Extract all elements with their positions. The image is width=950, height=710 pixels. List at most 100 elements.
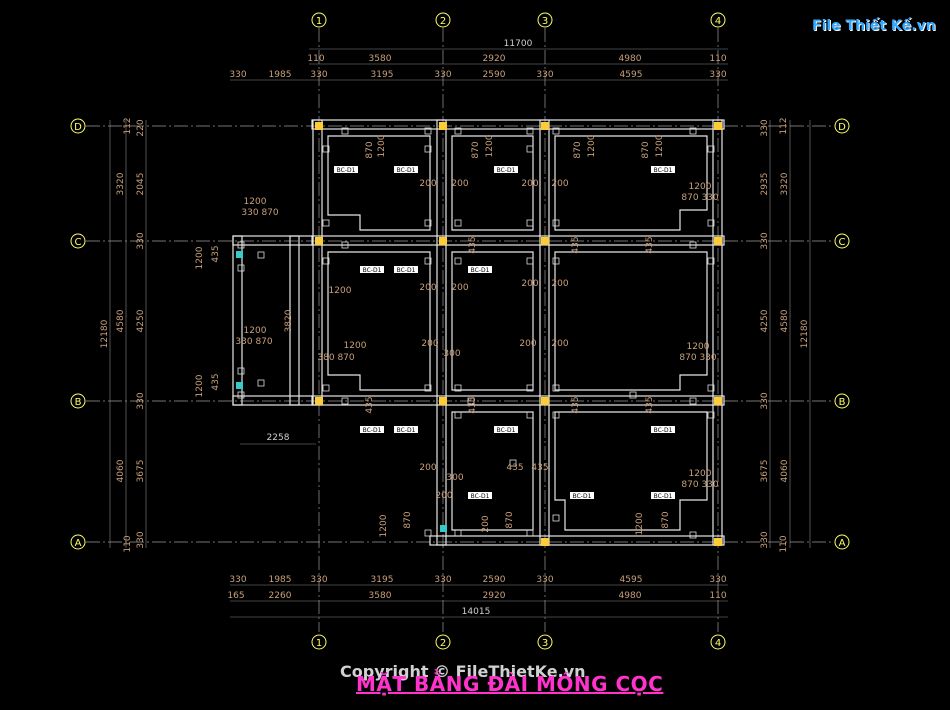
dim-left-mid-0: 3320 (116, 172, 126, 195)
dim-local-1200o: 1200 (655, 134, 665, 157)
dim-local-435g: 435 (645, 236, 655, 253)
svg-text:BC-D1: BC-D1 (654, 493, 673, 500)
grid-label-D-right: D (838, 122, 846, 133)
dim-top-overall: 11700 (504, 39, 533, 49)
svg-text:BC-D1: BC-D1 (497, 167, 516, 174)
dim-right-in-8: 110 (779, 535, 789, 552)
dim-left-in-0: 112 (123, 117, 133, 134)
dim-right-mid-0: 3320 (780, 172, 790, 195)
dim-local-870-330d: 870 330 (679, 353, 717, 363)
dim-local-435a: 435 (531, 463, 548, 473)
dim-local-435c: 435 (211, 245, 221, 262)
dim-right-in-1: 330 (760, 119, 770, 136)
beam-tag: BC-D1 (334, 166, 358, 174)
grid-label-C-right: C (839, 237, 846, 248)
dim-local-870i: 870 (505, 511, 515, 528)
dim-local-1200b: 1200 (244, 326, 267, 336)
left-dimensions: 12180 3320 4580 4060 112 220 2045 330 42… (100, 117, 147, 553)
dim-top-r2-2: 330 (310, 70, 327, 80)
grid-label-4-bottom: 4 (715, 638, 721, 649)
dim-right-mid-1: 4580 (780, 309, 790, 332)
dim-top-r1-3: 4980 (619, 54, 642, 64)
beam-tag: BC-D1 (651, 426, 675, 434)
right-dimensions: 12180 3320 4580 4060 112 330 2935 330 42… (760, 117, 811, 553)
dim-local-200d: 200 (551, 179, 568, 189)
beam-tag: BC-D1 (651, 166, 675, 174)
dim-bot-r1-5: 2590 (483, 575, 506, 585)
dim-left-in-7: 330 (136, 531, 146, 548)
svg-text:BC-D1: BC-D1 (363, 427, 382, 434)
grid-label-4-top: 4 (715, 16, 721, 27)
dim-top-r2-0: 330 (229, 70, 246, 80)
dim-top-r1-2: 2920 (483, 54, 506, 64)
svg-text:BC-D1: BC-D1 (397, 167, 416, 174)
dim-left-mid-1: 4580 (116, 309, 126, 332)
dim-local-200g: 200 (521, 279, 538, 289)
dim-local-330-870b: 330 870 (235, 337, 273, 347)
dim-local-435d: 435 (211, 373, 221, 390)
grid-label-A-left: A (75, 538, 82, 549)
dim-left-in-3: 330 (136, 232, 146, 249)
grid-label-C-left: C (75, 237, 82, 248)
dim-top-r2-5: 2590 (483, 70, 506, 80)
dim-local-200j: 200 (519, 339, 536, 349)
grid-label-D-left: D (74, 122, 82, 133)
dim-bot-r1-1: 1985 (269, 575, 292, 585)
beam-tag: BC-D1 (468, 266, 492, 274)
dim-local-1200j: 1200 (195, 246, 205, 269)
dim-local-435f: 435 (571, 236, 581, 253)
svg-text:BC-D1: BC-D1 (363, 267, 382, 274)
grid-label-A-right: A (839, 538, 846, 549)
dim-local-870l: 870 (471, 141, 481, 158)
dim-local-870-330c: 870 330 (681, 193, 719, 203)
dim-local-435h: 435 (365, 396, 375, 413)
beam-tag: BC-D1 (394, 266, 418, 274)
site-logo: File Thiết Kế.vn (812, 14, 936, 42)
dim-right-in-0: 112 (779, 117, 789, 134)
dim-top-r2-6: 330 (536, 70, 553, 80)
dim-bot-r2-0: 165 (227, 591, 244, 601)
svg-text:BC-D1: BC-D1 (471, 493, 490, 500)
beam-tag: BC-D1 (494, 166, 518, 174)
dim-local-870n: 870 (641, 141, 651, 158)
dim-local-200f: 200 (451, 283, 468, 293)
grid-bubbles-bottom: 1 2 3 4 (311, 634, 726, 650)
dim-bot-r1-6: 330 (536, 575, 553, 585)
dim-right-in-4: 4250 (760, 309, 770, 332)
dim-top-r2-4: 330 (434, 70, 451, 80)
dim-local-380-870: 380 870 (317, 353, 355, 363)
dim-local-1200k: 1200 (195, 374, 205, 397)
dim-right-mid-2: 4060 (780, 459, 790, 482)
dim-local-3820: 3820 (284, 309, 294, 332)
dim-top-r1-0: 110 (307, 54, 324, 64)
grid-label-1-bottom: 1 (316, 638, 322, 649)
dim-local-300a: 300 (443, 349, 460, 359)
grid-label-1-top: 1 (316, 16, 322, 27)
dim-local-1200n: 1200 (587, 134, 597, 157)
dim-bot-r1-7: 4595 (620, 575, 643, 585)
svg-text:BC-D1: BC-D1 (654, 427, 673, 434)
dim-local-1200i: 1200 (635, 512, 645, 535)
logo-text: File Thiết Kế.vn (812, 18, 936, 34)
dim-bot-r1-3: 3195 (371, 575, 394, 585)
dim-local-200n: 200 (481, 515, 491, 532)
dim-bot-r1-2: 330 (310, 575, 327, 585)
dim-bot-r2-5: 110 (709, 591, 726, 601)
dim-local-435j: 435 (571, 396, 581, 413)
dim-left-in-2: 2045 (136, 173, 146, 196)
dim-right-in-3: 330 (760, 232, 770, 249)
grid-bubbles-right: D C B A (834, 118, 850, 550)
dim-local-200c: 200 (521, 179, 538, 189)
dim-local-200i: 200 (421, 339, 438, 349)
pile-caps (236, 122, 722, 546)
dim-local-870h: 870 (403, 511, 413, 528)
dim-top-r2-1: 1985 (269, 70, 292, 80)
dim-top-r1-1: 3580 (369, 54, 392, 64)
dim-left-in-8: 110 (123, 535, 133, 552)
dim-local-200b: 200 (451, 179, 468, 189)
dim-local-330-870: 330 870 (241, 208, 279, 218)
dim-local-1200m: 1200 (485, 134, 495, 157)
dim-right-in-7: 330 (760, 531, 770, 548)
dim-left-in-1: 220 (136, 119, 146, 136)
